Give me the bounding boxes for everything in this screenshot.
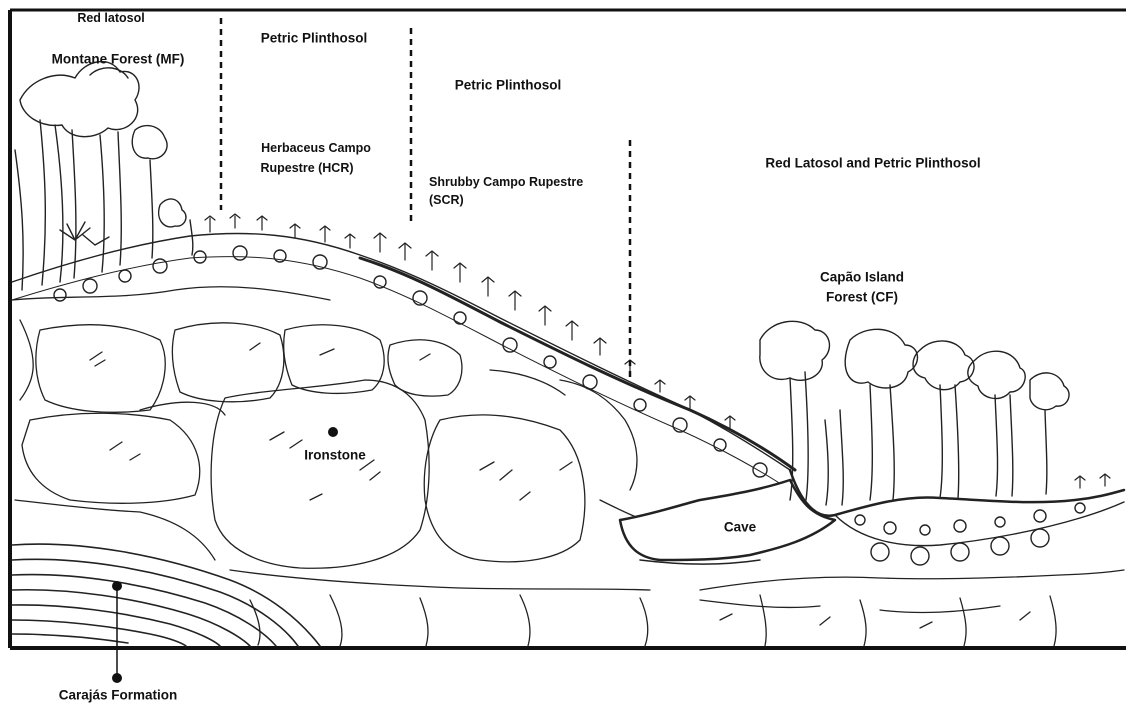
carajas-formation-layers — [12, 544, 320, 646]
ironstone-marker — [328, 427, 338, 437]
label-montane-forest: Montane Forest (MF) — [52, 52, 185, 67]
label-cave: Cave — [724, 520, 757, 535]
label-red-latosol-petric: Red Latosol and Petric Plinthosol — [765, 156, 980, 171]
carajas-marker-bottom — [112, 673, 122, 683]
label-capao-line1: Capão Island — [820, 270, 904, 285]
label-herbaceous-line2: Rupestre (HCR) — [260, 161, 353, 175]
ironstone-blocks — [12, 287, 1124, 646]
label-capao-line2: Forest (CF) — [826, 290, 898, 305]
label-ironstone: Ironstone — [304, 448, 366, 463]
label-shrubby-line2: (SCR) — [429, 193, 464, 207]
label-petric-plinthosol-1: Petric Plinthosol — [261, 31, 368, 46]
soil-crust — [12, 233, 1124, 565]
montane-forest-trees — [15, 62, 193, 290]
label-carajas-formation: Carajás Formation — [59, 688, 178, 703]
capao-forest-trees — [760, 321, 1069, 505]
label-red-latosol: Red latosol — [77, 11, 144, 25]
label-shrubby-line1: Shrubby Campo Rupestre — [429, 175, 583, 189]
label-herbaceous-line1: Herbaceus Campo — [261, 141, 371, 155]
label-petric-plinthosol-2: Petric Plinthosol — [455, 78, 562, 93]
